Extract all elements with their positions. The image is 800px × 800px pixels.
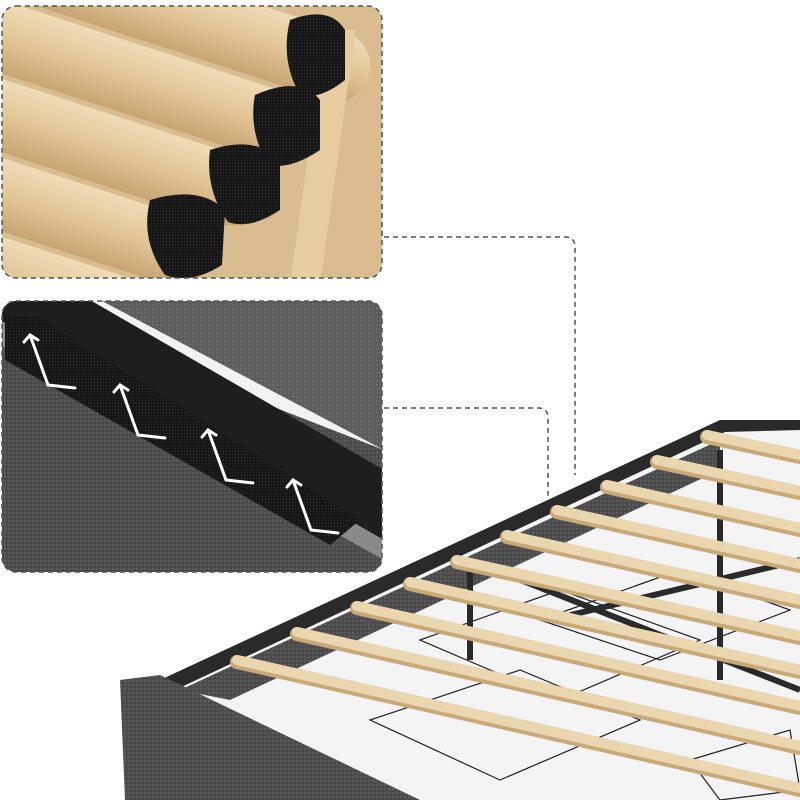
wood-slats bbox=[230, 430, 800, 797]
inset-border bbox=[1, 5, 383, 279]
velcro-straps bbox=[147, 14, 345, 278]
slat-rolls bbox=[2, 6, 371, 278]
frame-legs bbox=[467, 450, 800, 693]
bed-frame bbox=[120, 420, 800, 800]
inset-border bbox=[1, 300, 383, 573]
velcro-strip bbox=[5, 315, 360, 545]
inset-fabric-rail bbox=[2, 301, 382, 572]
inset-wood-slats bbox=[2, 6, 382, 278]
side-panel bbox=[120, 675, 420, 800]
connector-line bbox=[384, 407, 549, 545]
connector-line bbox=[384, 236, 576, 475]
arrow-icons bbox=[22, 333, 340, 535]
